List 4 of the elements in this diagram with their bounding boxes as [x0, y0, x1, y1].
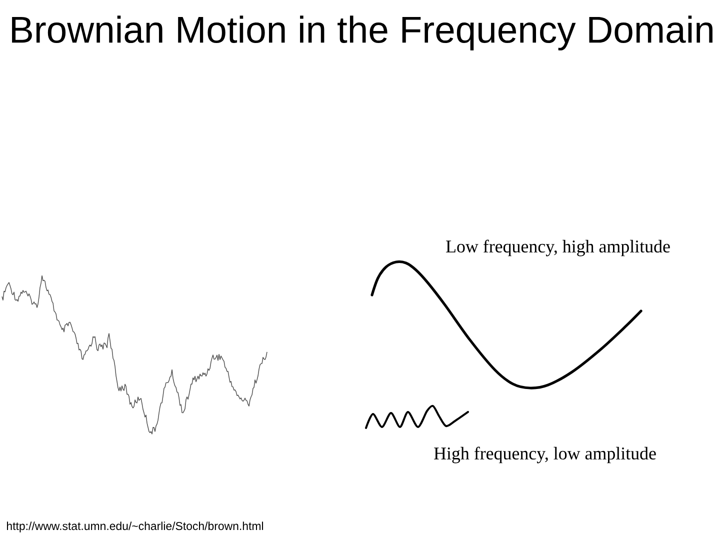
source-url: http://www.stat.umn.edu/~charlie/Stoch/brown.html	[7, 522, 264, 532]
wave-label: Low frequency, high amplitude	[446, 240, 670, 256]
title: Brownian Motion in the Frequency Domain	[12, 16, 712, 50]
wave-label: High frequency, low amplitude	[434, 446, 656, 464]
